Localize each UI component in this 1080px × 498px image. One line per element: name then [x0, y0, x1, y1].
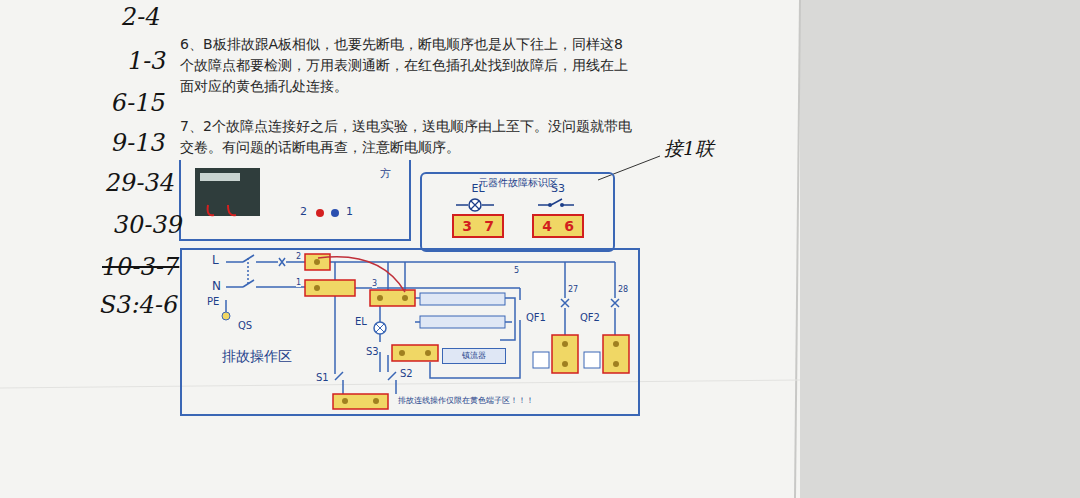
circuit-label: 3: [372, 279, 377, 288]
panel-title-text: 元器件故障标识区: [476, 177, 560, 188]
circuit-label: 27: [568, 285, 578, 294]
fault-number: 3: [462, 217, 472, 235]
component-name: EL: [452, 182, 504, 196]
circuit-label: N: [212, 280, 221, 294]
circuit-label: L: [212, 254, 219, 268]
handwritten-note: 6-15: [112, 90, 166, 118]
circuit-label: 方: [380, 168, 391, 181]
handwritten-note: 10-3-7: [102, 254, 179, 282]
circuit-label: 排故连线操作仅限在黄色端子区！！！: [398, 396, 534, 405]
ballast-label: 镇流器: [443, 349, 505, 363]
circuit-label: 1: [296, 278, 301, 287]
handwritten-note: 29-34: [106, 170, 175, 198]
circuit-label: 28: [618, 285, 628, 294]
fault-number: 7: [484, 217, 494, 235]
fault-id-panel: 元器件故障标识区EL 37 S3 46: [420, 172, 615, 252]
symbol-gap: [532, 196, 584, 214]
circuit-label: 5: [514, 266, 519, 275]
component-terminal: S3 46: [532, 182, 584, 238]
panel-title: 元器件故障标识区: [422, 176, 613, 190]
ballast-box: 镇流器: [442, 348, 506, 364]
terminal-pair: 37: [452, 214, 504, 238]
handwritten-note: 9-13: [112, 130, 166, 158]
handwritten-note: 接1联: [664, 138, 714, 160]
component-name: S3: [532, 182, 584, 196]
symbol-gap: [452, 196, 504, 214]
circuit-label: S1: [316, 372, 329, 384]
fault-number: 4: [542, 217, 552, 235]
instruction-text: 6、B板排故跟A板相似，也要先断电，断电顺序也是从下往上，同样这8个故障点都要检…: [180, 34, 635, 97]
operation-area: 排故操作区 镇流器: [180, 248, 640, 416]
handwritten-note: 2-4: [122, 4, 161, 32]
circuit-label: S3: [366, 346, 379, 358]
circuit-label: S2: [400, 368, 413, 380]
area-title: 排故操作区: [222, 348, 292, 366]
circuit-label: QF1: [526, 312, 546, 324]
handwritten-note: S3:4-6: [100, 292, 178, 320]
handwritten-note: 1-3: [128, 48, 167, 76]
circuit-label: 2: [300, 206, 307, 219]
fault-number: 6: [564, 217, 574, 235]
component-terminal: EL 37: [452, 182, 504, 238]
terminal-pair: 46: [532, 214, 584, 238]
circuit-label: QS: [238, 320, 252, 332]
circuit-label: EL: [355, 316, 367, 328]
handwritten-note: 30-39: [114, 212, 183, 240]
instruction-text: 7、2个故障点连接好之后，送电实验，送电顺序由上至下。没问题就带电交卷。有问题的…: [180, 116, 635, 158]
circuit-label: 2: [296, 252, 301, 261]
circuit-label: PE: [207, 296, 219, 308]
circuit-label: QF2: [580, 312, 600, 324]
circuit-label: 1: [346, 206, 353, 219]
